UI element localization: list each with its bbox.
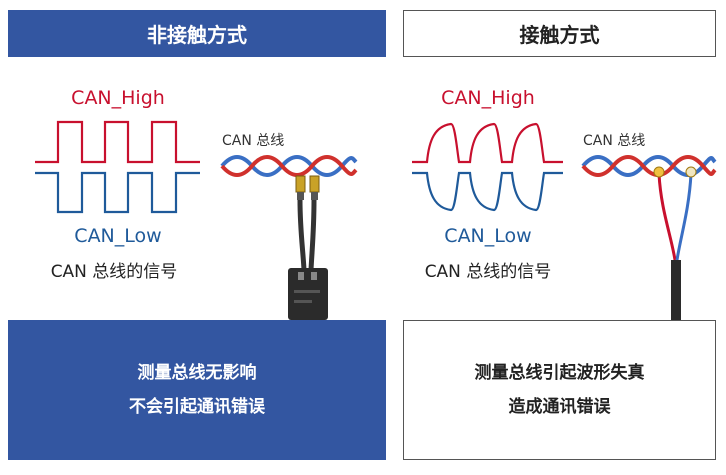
can-high-label-right: CAN_High [441,87,535,109]
contact-result-box: 测量总线引起波形失真 造成通讯错误 [403,320,716,460]
can-high-square-wave [35,120,200,164]
can-bus-label: CAN 总线 [222,133,284,149]
non-contact-method-title: 非接触方式 [147,23,247,47]
can-low-distorted-wave [412,171,563,212]
can-bus-wire-blue-right [581,155,717,177]
can-bus-label-right: CAN 总线 [583,133,645,149]
non-contact-probe-clamp [288,175,328,320]
contact-method-header: 接触方式 [403,10,716,57]
signal-caption-right: CAN 总线的信号 [425,262,552,282]
can-high-distorted-wave [412,122,563,164]
can-low-square-wave [35,171,200,214]
can-low-label: CAN_Low [74,225,161,247]
contact-result-line1: 测量总线引起波形失真 [474,363,645,383]
can-bus-wire-red [220,155,358,177]
contact-diagram: CAN_High CAN_Low CAN 总线的信号 CAN 总线 [412,87,717,320]
non-contact-result-line2: 不会引起通讯错误 [129,397,265,417]
non-contact-result-line1: 测量总线无影响 [137,363,257,383]
non-contact-result-box: 测量总线无影响 不会引起通讯错误 [8,320,386,460]
contact-method-title: 接触方式 [519,23,600,47]
can-bus-wire-blue [220,155,358,177]
non-contact-method-header: 非接触方式 [8,10,386,57]
can-high-label: CAN_High [71,87,165,109]
contact-probe [653,166,697,320]
signal-caption: CAN 总线的信号 [51,262,178,282]
contact-result-line2: 造成通讯错误 [508,397,611,417]
non-contact-diagram: CAN_High CAN_Low CAN 总线的信号 CAN 总线 [35,87,358,320]
can-low-label-right: CAN_Low [444,225,531,247]
